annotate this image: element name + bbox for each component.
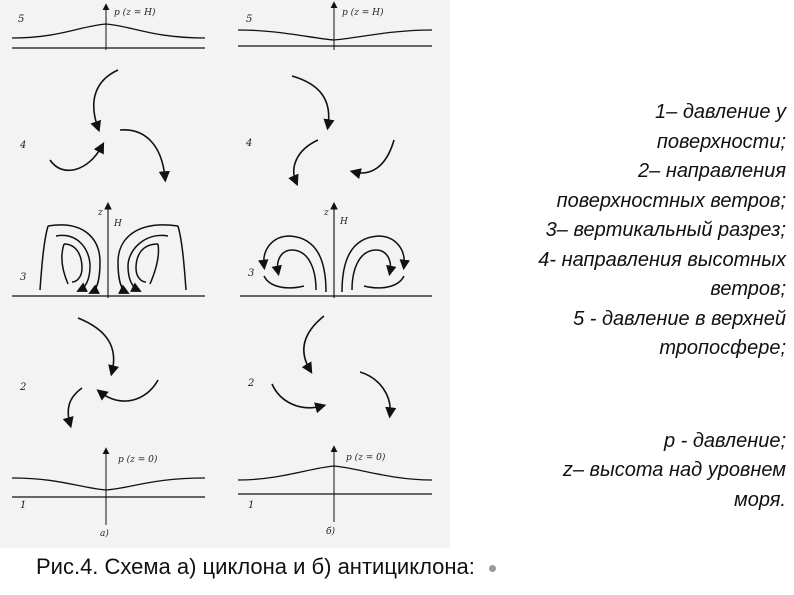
right-bottom-axis-label: p (z = 0) (346, 452, 386, 463)
right-row-number-1: 1 (248, 500, 254, 511)
legend-note-1: р - давление; (663, 429, 786, 452)
right-row-number-5: 5 (246, 14, 252, 25)
right-row-5-upper-pressure: p (z = H) 5 (237, 1, 433, 50)
legend-note-2: z– высота над уровнем (562, 459, 786, 481)
left-H-label: H (113, 219, 122, 229)
legend-note-3: моря. (734, 488, 786, 511)
legend-line-4: поверхностных ветров; (556, 189, 786, 212)
legend-line-5: 3– вертикальный разрез; (545, 219, 786, 241)
legend-line-6: 4- направления высотных (538, 248, 786, 271)
right-z-label: z (323, 208, 329, 218)
right-row-3-vertical-section: z H 3 (240, 201, 432, 298)
legend-line-1: 1– давление у (655, 101, 786, 123)
left-row-number-4: 4 (19, 140, 26, 151)
legend-line-7: ветров; (710, 278, 786, 300)
right-panel-tag: б) (326, 526, 335, 537)
right-row-number-2: 2 (247, 378, 254, 389)
legend-line-3: 2– направления (638, 160, 786, 182)
right-H-label: H (339, 217, 348, 227)
bullet-dot-icon (488, 564, 496, 572)
left-row-1-surface-pressure: p (z = 0) 1 а) (11, 447, 206, 539)
right-row-number-4: 4 (245, 138, 252, 149)
caption-text: Рис.4. Схема а) циклона и б) антициклона… (36, 554, 475, 579)
left-bottom-axis-label: p (z = 0) (118, 454, 158, 465)
left-panel: p (z = H) 5 4 (11, 3, 206, 539)
figure-caption: Рис.4. Схема а) циклона и б) антициклона… (36, 554, 496, 580)
left-row-number-2: 2 (19, 382, 26, 393)
left-row-5-upper-pressure: p (z = H) 5 (11, 3, 206, 50)
right-row-2-surface-winds: 2 (247, 315, 397, 419)
left-row-number-5: 5 (18, 14, 24, 25)
left-row-2-surface-winds: 2 (19, 317, 159, 429)
legend-gap (456, 364, 786, 427)
left-z-label: z (97, 208, 103, 218)
right-row-number-3: 3 (248, 268, 254, 279)
left-row-number-1: 1 (20, 500, 26, 511)
left-row-3-vertical-section: z H 3 (12, 201, 205, 298)
right-panel: p (z = H) 5 4 z H (237, 1, 433, 537)
left-top-axis-label: p (z = H) (114, 7, 156, 18)
right-row-1-surface-pressure: p (z = 0) 1 б) (237, 445, 433, 537)
legend: 1– давление у поверхности; 2– направлени… (456, 98, 786, 515)
legend-line-8: 5 - давление в верхней (573, 307, 786, 330)
scan-background (0, 0, 450, 548)
left-panel-tag: а) (100, 528, 109, 539)
right-top-axis-label: p (z = H) (342, 7, 384, 18)
legend-line-2: поверхности; (656, 130, 786, 153)
legend-line-9: тропосфере; (659, 337, 786, 359)
left-row-number-3: 3 (20, 272, 26, 283)
right-row-4-upper-winds: 4 (245, 75, 395, 187)
left-row-4-upper-winds: 4 (19, 69, 170, 183)
